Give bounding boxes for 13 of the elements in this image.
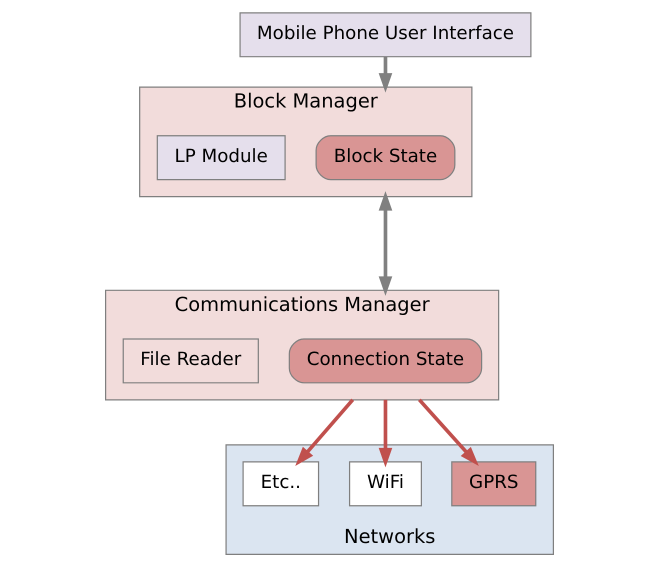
node-box: LP Module: [156, 135, 286, 180]
node-box: Etc..: [242, 461, 320, 506]
node-box: GPRS: [451, 461, 536, 506]
arrow: [378, 400, 392, 468]
node-box: File Reader: [122, 338, 259, 384]
arrow: [378, 56, 392, 93]
node-box: Mobile Phone User Interface: [239, 12, 532, 58]
arrow: [378, 191, 392, 296]
arrow: [418, 398, 479, 466]
node-box: Block State: [316, 135, 456, 180]
node-box: WiFi: [348, 461, 422, 506]
arrow: [295, 398, 354, 466]
node-box: Connection State: [288, 338, 482, 384]
